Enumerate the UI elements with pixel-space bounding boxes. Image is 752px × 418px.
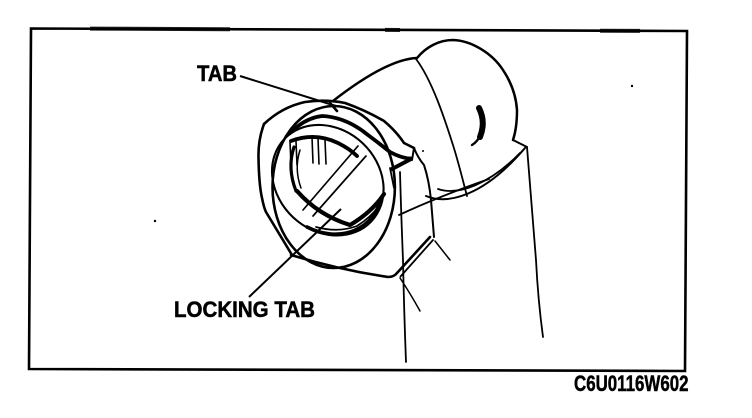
svg-text:TAB: TAB (197, 61, 237, 86)
svg-text:C6U0116W602: C6U0116W602 (574, 371, 689, 396)
svg-text:LOCKING TAB: LOCKING TAB (174, 297, 315, 322)
